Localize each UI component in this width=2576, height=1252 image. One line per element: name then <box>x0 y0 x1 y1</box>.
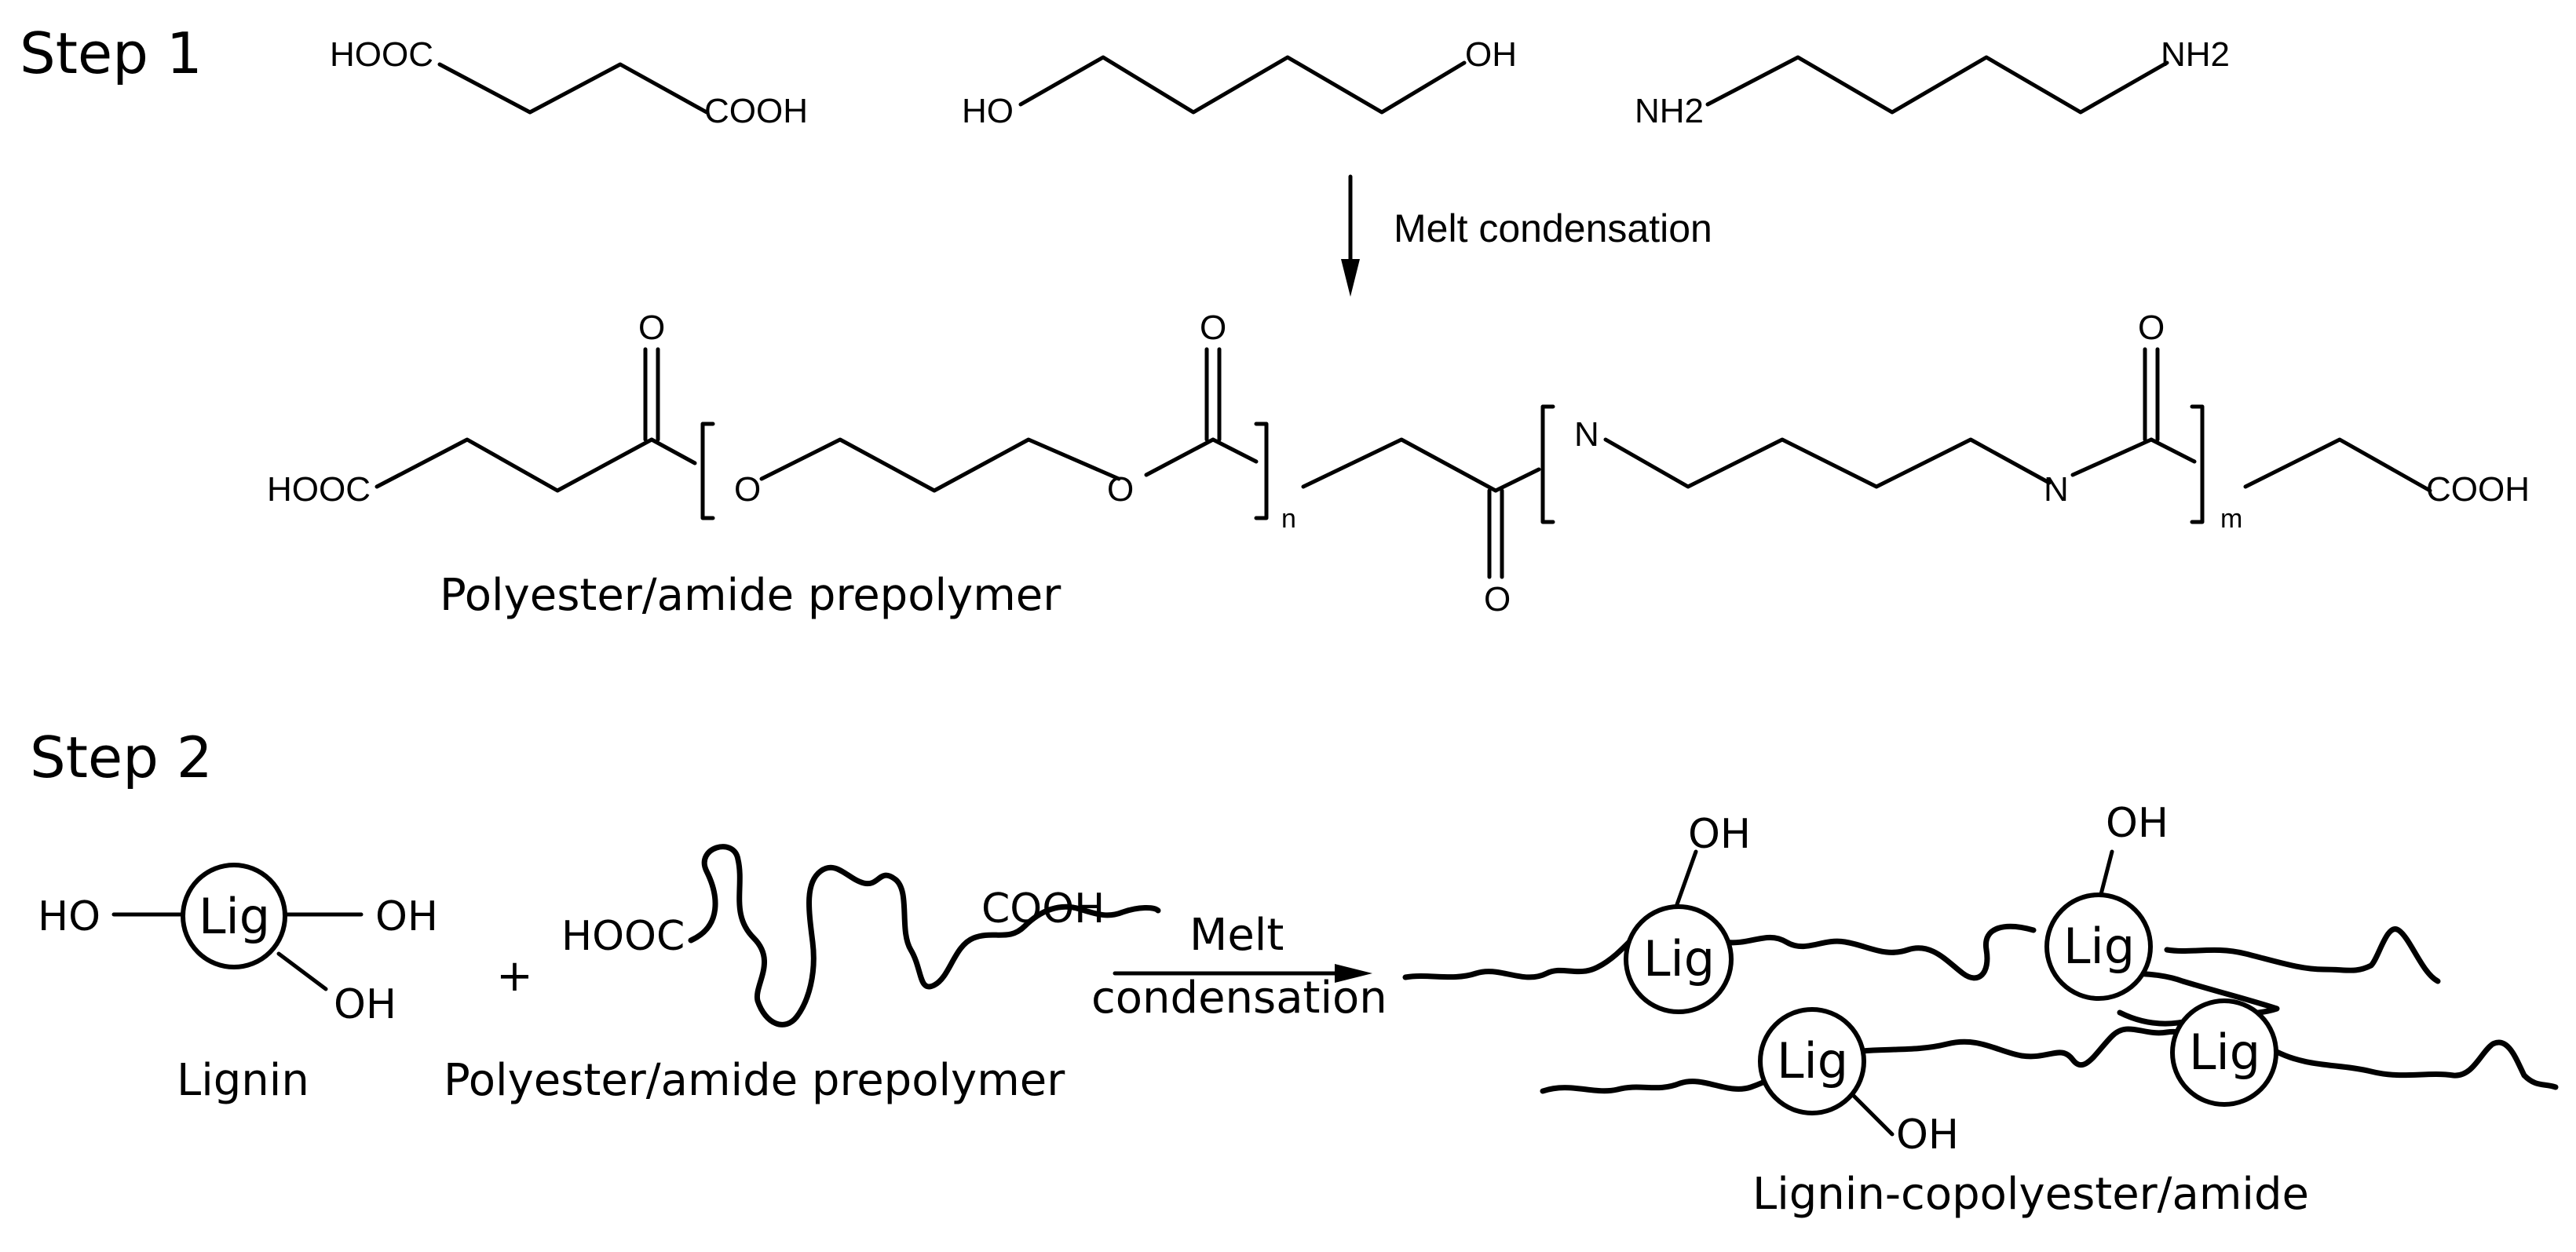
prepolymer-bonds-3 <box>2243 437 2432 493</box>
prepolymer-caption: Polyester/amide prepolymer <box>440 570 1061 621</box>
product-lig3-text: Lig <box>1777 1032 1848 1090</box>
lignin-lig-text: Lig <box>199 888 270 945</box>
bond-to-bracket-m-close <box>2149 437 2197 464</box>
butanediol: HO OH <box>962 35 1517 130</box>
prepolymer-structure: HOOC O O O O n O N N O <box>267 308 2530 619</box>
product-lig2-circle <box>2044 892 2153 1001</box>
product-lig1-oh-bond <box>1674 849 1698 909</box>
diamine-right-group: NH2 <box>2161 35 2230 74</box>
ester-bond-right <box>1144 437 1215 477</box>
product-lig3-oh: OH <box>1896 1111 1959 1159</box>
ester-bond-left <box>649 437 697 465</box>
product-lig1-text: Lig <box>1643 930 1715 987</box>
product-lig3-oh-bond <box>1851 1093 1895 1137</box>
product-lig1-oh: OH <box>1688 811 1751 858</box>
carbonyl-1-oxygen: O <box>638 308 665 347</box>
diamine-left-group: NH2 <box>1635 92 1704 130</box>
product-lig4-circle <box>2170 998 2278 1107</box>
butylene-bonds <box>759 437 1121 493</box>
succinic-acid-bonds <box>437 62 709 115</box>
prepolymer-chain-line <box>688 844 1161 1028</box>
product-lig2-oh-bond <box>2098 849 2114 900</box>
repeat-m-subscript: m <box>2220 504 2242 534</box>
arrow2-label-melt: Melt <box>1189 910 1284 961</box>
lignin-oh-label-2: OH <box>334 981 396 1028</box>
prepolymer-caption-2: Polyester/amide prepolymer <box>444 1055 1065 1106</box>
step1-label: Step 1 <box>20 20 203 86</box>
diamine-bonds <box>1705 55 2169 115</box>
bond-to-bracket-n <box>1211 437 1259 464</box>
step2-label: Step 2 <box>30 725 213 790</box>
butanediol-right-group: OH <box>1465 35 1517 74</box>
carbonyl-3-oxygen: O <box>1484 580 1511 619</box>
amide-bond <box>2070 437 2154 477</box>
melt-condensation-label: Melt condensation <box>1394 206 1712 250</box>
pentylene-bonds <box>1603 437 2052 489</box>
bracket-m-open <box>1540 404 1555 524</box>
carbonyl-2-oxygen: O <box>1200 308 1226 347</box>
diamine: NH2 NH2 <box>1635 35 2230 130</box>
prepolymer-left-end: HOOC <box>267 470 371 509</box>
product-lig3-circle <box>1758 1007 1866 1115</box>
product-chain-6 <box>1850 1026 2205 1068</box>
product-lig2-oh: OH <box>2106 800 2169 847</box>
butanediol-bonds <box>1018 55 1467 115</box>
bond-to-bracket-m <box>1493 467 1541 493</box>
ester-oxygen-1: O <box>734 470 761 509</box>
melt-condensation-arrow-2: Melt condensation <box>1091 910 1387 1024</box>
lignin-caption: Lignin <box>177 1055 309 1106</box>
carbonyl-4-oxygen: O <box>2138 308 2165 347</box>
lignin-molecule: Lig HO OH OH <box>38 863 438 1028</box>
product-chain-5 <box>1540 1066 1785 1094</box>
succinic-acid-right-group: COOH <box>704 92 808 130</box>
product-chain-3 <box>2164 926 2441 984</box>
prepolymer-right-end: COOH <box>2426 470 2530 509</box>
succinic-acid-left-group: HOOC <box>330 35 433 74</box>
product-caption: Lignin-copolyester/amide <box>1752 1169 2309 1220</box>
product-chain-1 <box>1402 931 1640 980</box>
product-lig4-text: Lig <box>2189 1024 2260 1081</box>
succinic-acid: HOOC COOH <box>330 35 808 130</box>
prepolymer-chain: HOOC COOH <box>561 844 1161 1028</box>
product-network: Lig OH Lig OH Lig OH Lig <box>1402 800 2559 1159</box>
butanediol-left-group: HO <box>962 92 1014 130</box>
product-chain-4 <box>2085 962 2280 1027</box>
product-chain-2 <box>1720 923 2037 981</box>
arrow2-head <box>1335 964 1372 983</box>
repeat-n-subscript: n <box>1281 504 1296 534</box>
arrow-head <box>1341 259 1360 297</box>
prepolymer-bonds-2 <box>1301 437 1498 493</box>
melt-condensation-arrow: Melt condensation <box>1341 174 1712 297</box>
lignin-oh-bond-2 <box>276 951 328 991</box>
ester-oxygen-2: O <box>1107 470 1134 509</box>
amide-nitrogen-1: N <box>1574 415 1599 454</box>
chain-hooc-label: HOOC <box>561 913 685 960</box>
plus-sign: + <box>496 951 533 1002</box>
lignin-ho-label: HO <box>38 893 100 940</box>
chain-cooh-label: COOH <box>981 885 1105 933</box>
bracket-m-close <box>2190 404 2205 524</box>
product-lig1-circle <box>1624 904 1734 1014</box>
amide-nitrogen-2: N <box>2044 470 2069 509</box>
lignin-circle <box>181 863 287 969</box>
prepolymer-bonds-1 <box>375 437 654 493</box>
bracket-n-open <box>700 422 715 520</box>
product-lig2-text: Lig <box>2063 918 2135 975</box>
lignin-oh-label: OH <box>375 893 438 940</box>
bracket-n-close <box>1254 422 1269 520</box>
product-chain-7 <box>2274 1039 2559 1090</box>
